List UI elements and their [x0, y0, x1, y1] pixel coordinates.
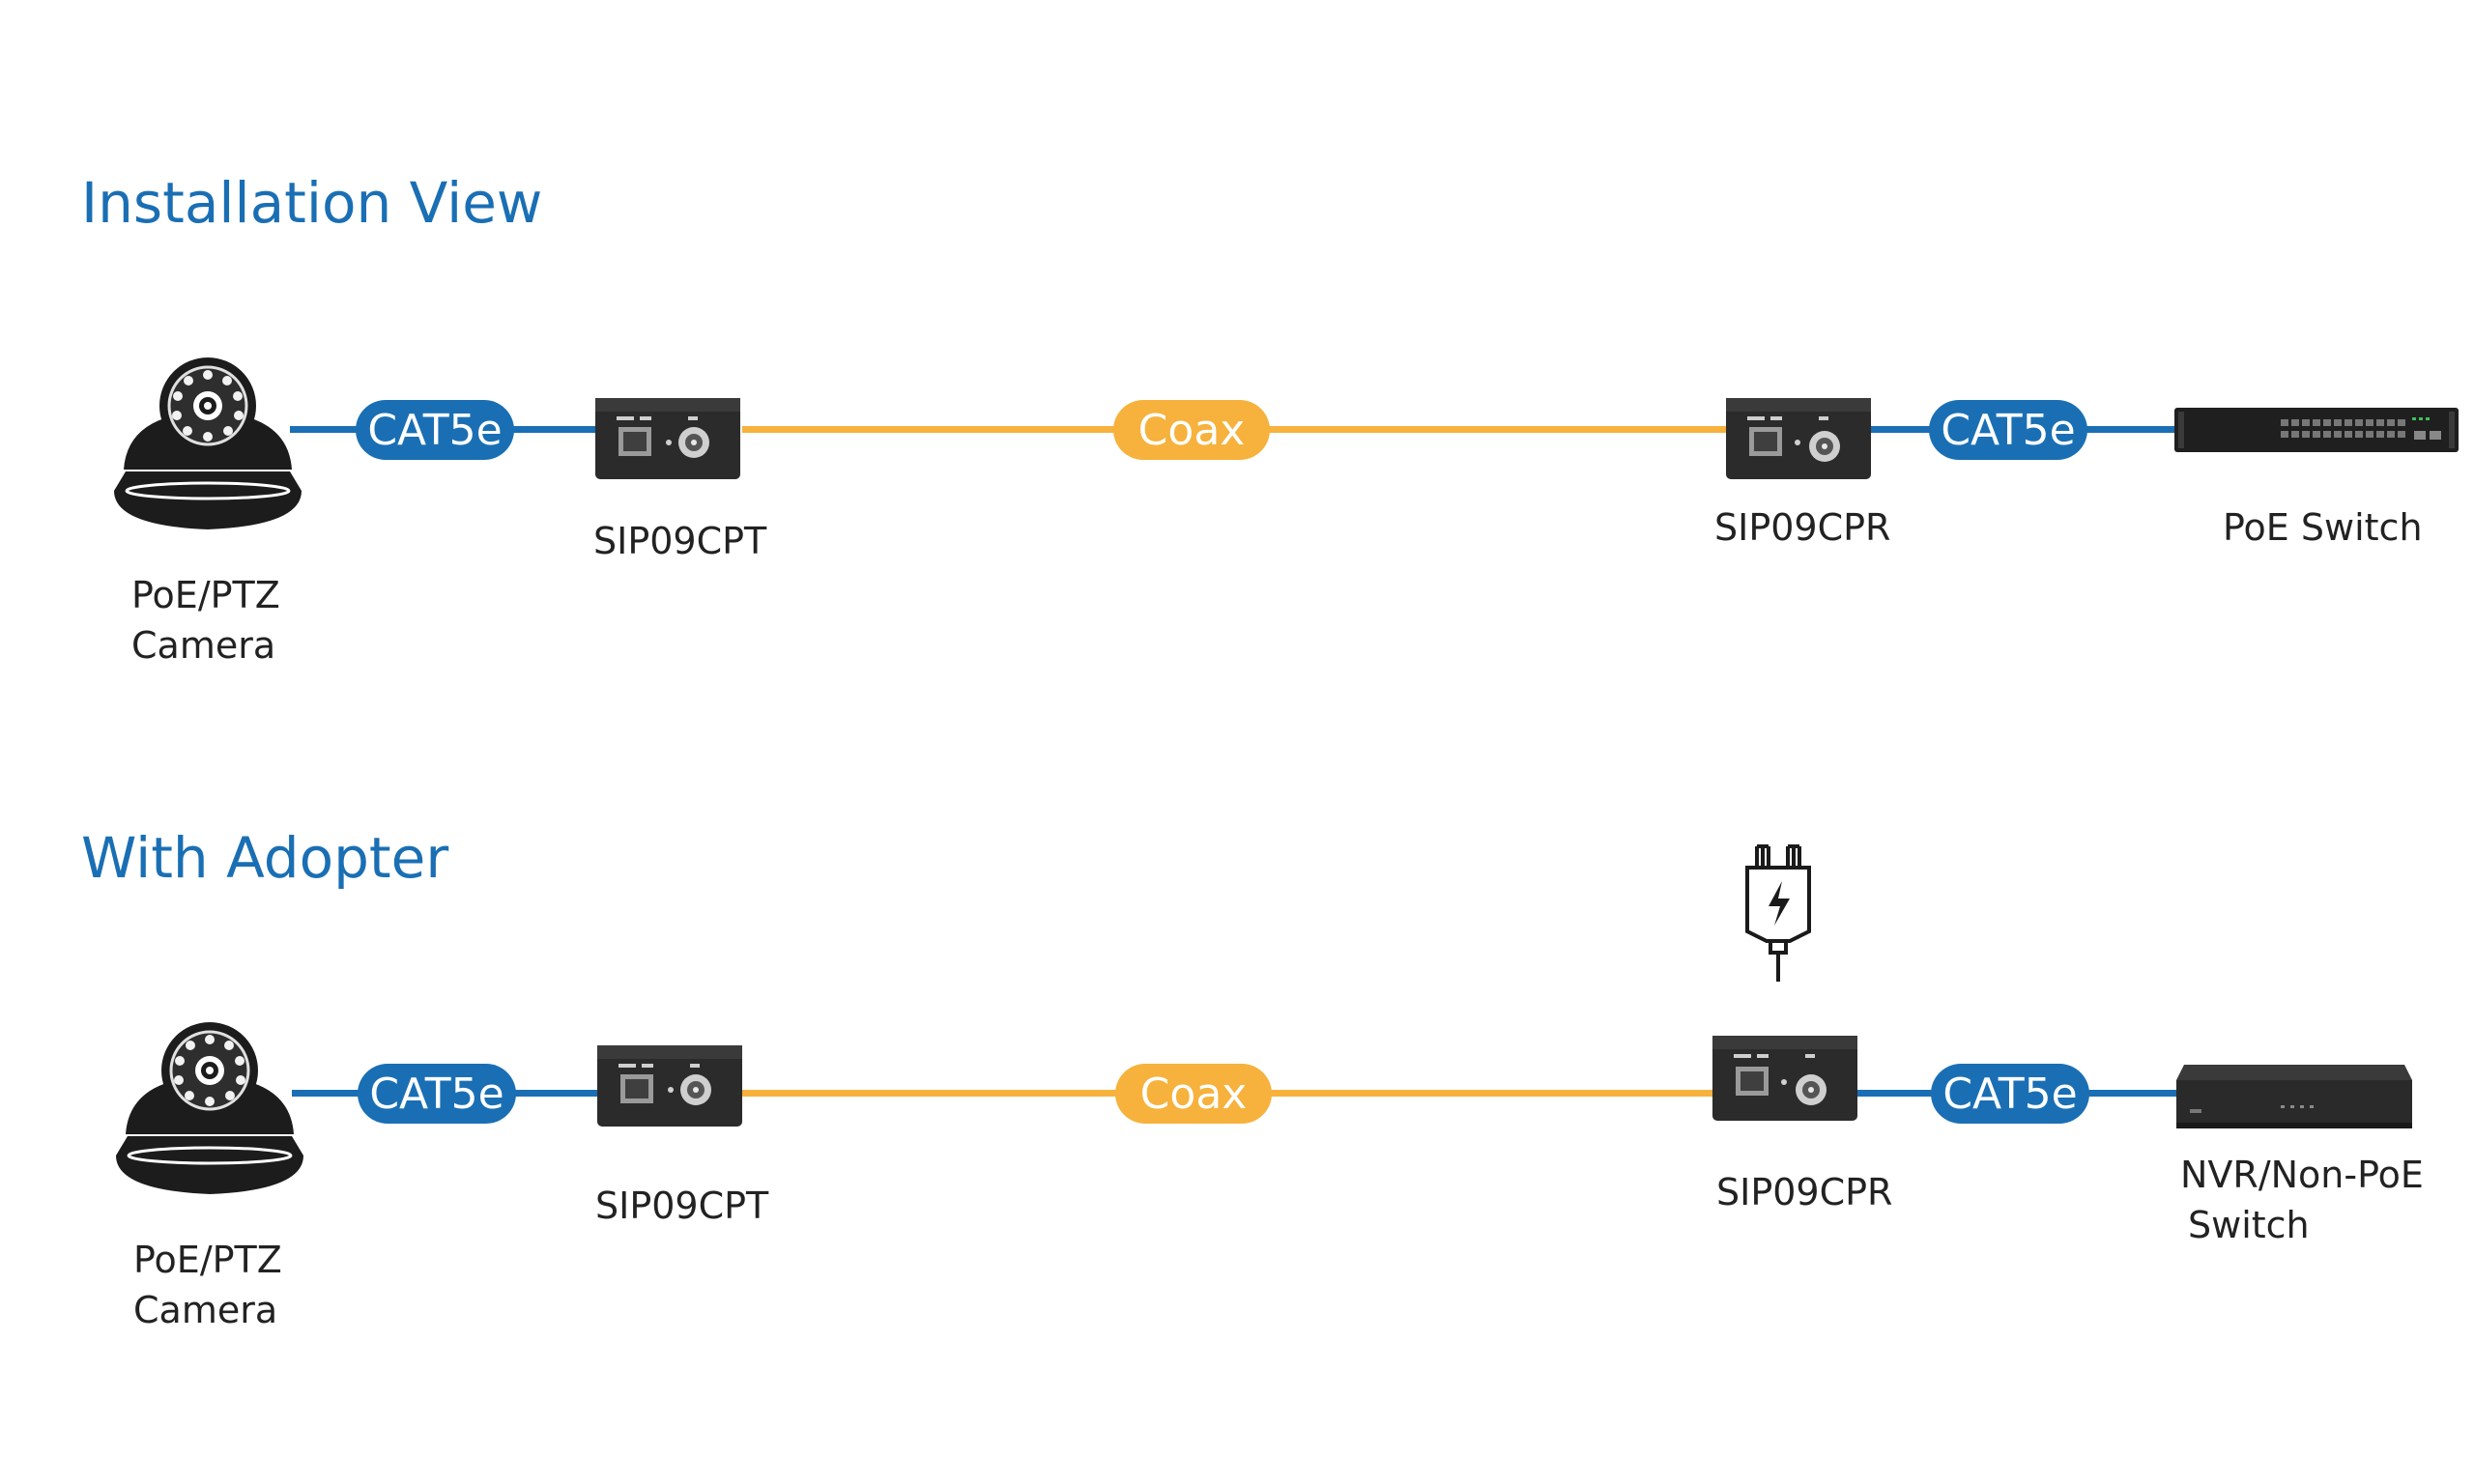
poc-transmitter-icon: [597, 1045, 742, 1127]
coax-label: Coax: [1115, 1064, 1272, 1124]
cat5e-label: CAT5e: [1929, 400, 2087, 460]
nvr-label-line-1: NVR/Non-PoE: [2180, 1154, 2424, 1196]
transmitter-label: SIP09CPT: [593, 520, 767, 562]
poc-transmitter-icon: [595, 398, 740, 479]
poc-receiver-icon: [1712, 1036, 1857, 1121]
coax-label: Coax: [1113, 400, 1270, 460]
cat5e-label: CAT5e: [358, 1064, 516, 1124]
cat5e-label: CAT5e: [356, 400, 514, 460]
poe-switch-label: PoE Switch: [2223, 506, 2423, 549]
transmitter-label: SIP09CPT: [595, 1184, 769, 1227]
camera-label-line-1: PoE/PTZ: [131, 574, 280, 616]
camera-label-line-2: Camera: [131, 624, 276, 667]
dome-camera-icon: [114, 357, 302, 529]
cat5e-label: CAT5e: [1931, 1064, 2089, 1124]
camera-label-line-1: PoE/PTZ: [133, 1239, 282, 1281]
receiver-label: SIP09CPR: [1716, 1171, 1893, 1213]
section-title-installation-view: Installation View: [81, 170, 543, 236]
dome-camera-icon: [116, 1022, 303, 1194]
power-adapter-icon: [1745, 844, 1811, 982]
nvr-icon: [2176, 1065, 2412, 1128]
poc-receiver-icon: [1726, 398, 1871, 479]
poe-switch-icon: [2174, 408, 2459, 452]
camera-label-line-2: Camera: [133, 1289, 278, 1331]
receiver-label: SIP09CPR: [1714, 506, 1891, 549]
section-title-with-adopter: With Adopter: [81, 825, 449, 891]
nvr-label-line-2: Switch: [2188, 1204, 2310, 1246]
